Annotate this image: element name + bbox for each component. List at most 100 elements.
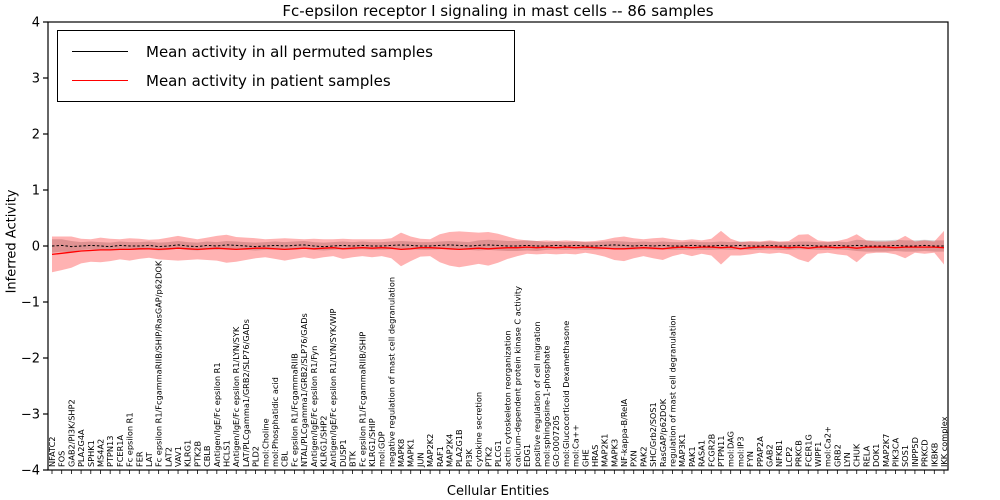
x-tick-label: mol:GDP (377, 431, 387, 467)
x-tick-label: LCP2 (784, 447, 794, 467)
legend: Mean activity in all permuted samples Me… (57, 30, 515, 102)
x-tick-label: PLA2G4A (76, 429, 86, 467)
x-tick-label: LAT (144, 451, 154, 467)
y-tick-label: −2 (21, 352, 40, 367)
x-tick-label: Fc epsilon R1/FcgammaRIIB/SHIP/RasGAP/p6… (154, 260, 164, 467)
x-tick-label: WIPF1 (813, 442, 823, 467)
x-tick-label: GHE (580, 449, 590, 467)
x-tick-label: MAP3K1 (677, 434, 687, 467)
x-tick-label: MS4A2 (95, 439, 105, 467)
x-tick-label: LAT/PLCgamma1/GRB2/SLP76/GADs (241, 319, 251, 467)
x-axis-label: Cellular Entities (446, 484, 550, 499)
x-tick-label: GRB2 (832, 444, 842, 467)
x-tick-label: CBL (280, 451, 290, 467)
x-tick-label: PRKCB (794, 440, 804, 467)
legend-entry-patient: Mean activity in patient samples (72, 66, 514, 95)
x-tick-label: PTK2B (192, 440, 202, 467)
x-tick-label: KLRG1/SHIP (367, 418, 377, 467)
x-tick-label: Antigen/IgE/Fc epsilon R1/LYN/SYK (231, 326, 241, 467)
x-tick-label: IKK complex (939, 416, 949, 467)
x-tick-label: PRKCD (920, 439, 930, 467)
x-tick-label: PPAP2A (755, 436, 765, 467)
x-tick-label: IKBKB (929, 442, 939, 467)
y-tick-label: −4 (21, 464, 40, 479)
x-tick-label: GAB2/PI3K/SHP2 (66, 399, 76, 467)
x-tick-label: MAPK1 (406, 439, 416, 467)
legend-entry-permuted: Mean activity in all permuted samples (72, 37, 514, 66)
x-tick-label: RELA (861, 445, 871, 467)
x-tick-label: Antigen/IgE/Fc epsilon R1/Fyn (309, 346, 319, 467)
x-tick-label: NTAL/PLCgamma1/GRB2/SLP76/GADs (299, 313, 309, 467)
x-tick-label: DOK1 (871, 444, 881, 467)
x-tick-label: mol:Glucocorticoid Dexamethasone (561, 321, 571, 467)
x-tick-label: PXN (629, 450, 639, 467)
legend-line-permuted-icon (72, 51, 128, 52)
y-tick-label: 2 (32, 128, 40, 143)
x-tick-label: FER (134, 451, 144, 467)
permuted-mean-line (51, 244, 944, 248)
x-tick-label: RasGAP/p62DOK (658, 398, 668, 467)
x-tick-label: FCER1G (803, 434, 813, 467)
x-tick-label: FCER1A (115, 435, 125, 467)
x-tick-label: actin cytoskeleton reorganization (503, 330, 513, 467)
x-tick-label: CHUK (852, 443, 862, 467)
y-tick-label: 3 (32, 72, 40, 87)
x-tick-label: Fc epsilon R1/FcgammaRIIB (289, 353, 299, 467)
x-tick-label: Fc epsilon R1/FcgammaRIIB/SHIP (357, 332, 367, 467)
x-tick-label: RAF1 (435, 446, 445, 467)
x-tick-label: mol:Ca2+ (823, 426, 833, 467)
x-tick-label: calcium-dependent protein kinase C activ… (512, 286, 522, 467)
x-tick-label: PLCG1 (493, 440, 503, 467)
x-tick-label: Antigen/IgE/Fc epsilon R1/LYN/SYK/WIP (328, 308, 338, 467)
x-tick-label: MAPK3 (609, 439, 619, 467)
x-tick-label: SPHK1 (86, 440, 96, 467)
x-tick-label: RASA1 (697, 440, 707, 467)
x-tick-label: mol:IP3 (735, 436, 745, 467)
x-tick-label: mol:DAG (726, 431, 736, 467)
x-tick-label: PIK3CA (891, 437, 901, 467)
y-tick-label: 0 (32, 240, 40, 255)
x-tick-label: HRAS (590, 445, 600, 467)
x-tick-label: SHC/Grb2/SOS1 (648, 402, 658, 467)
y-tick-label: 1 (32, 184, 40, 199)
x-tick-label: mol:Ca++ (571, 425, 581, 467)
x-tick-label: MAPK8 (396, 439, 406, 467)
x-tick-label: GAB2 (764, 444, 774, 467)
x-tick-label: KLRG1/SHP2 (318, 416, 328, 467)
x-tick-label: JUN (415, 452, 425, 468)
x-tick-label: positive regulation of cell migration (532, 321, 542, 467)
x-tick-label: EDG1 (522, 444, 532, 467)
x-tick-label: negative regulation of mast cell degranu… (386, 277, 396, 467)
x-tick-label: NF-kappa-B/RelA (619, 399, 629, 467)
x-tick-label: PLA2G1B (454, 429, 464, 467)
x-tick-label: CBLB (202, 445, 212, 467)
x-tick-label: KLRG1 (183, 440, 193, 467)
x-tick-label: FCGR2B (706, 433, 716, 467)
x-tick-label: PAK1 (687, 446, 697, 467)
x-tick-label: MAP2K2 (425, 434, 435, 467)
x-tick-label: mol:Phosphatidic acid (270, 377, 280, 467)
x-tick-label: NFKB1 (774, 440, 784, 467)
x-tick-label: MAP2K7 (881, 434, 891, 467)
x-tick-label: PTPN11 (716, 436, 726, 467)
legend-line-patient-icon (72, 80, 128, 81)
patient-band (52, 230, 944, 273)
x-tick-label: VAV1 (173, 446, 183, 467)
x-tick-label: HCLS1 (222, 440, 232, 467)
x-tick-label: MAP2K1 (600, 434, 610, 467)
x-tick-label: PTPN13 (105, 436, 115, 467)
x-tick-label: PLD2 (251, 446, 261, 467)
x-tick-label: NFATC2 (47, 437, 57, 468)
legend-label-permuted: Mean activity in all permuted samples (146, 42, 433, 61)
x-tick-label: GO:0007205 (551, 415, 561, 467)
x-tick-label: regulation of mast cell degranulation (668, 315, 678, 467)
x-tick-label: PI3K (464, 448, 474, 467)
x-tick-label: DUSP1 (338, 439, 348, 467)
x-tick-label: mol:sphingosine-1-phosphate (541, 345, 551, 467)
x-tick-label: LYN (842, 452, 852, 467)
x-tick-label: Antigen/IgE/Fc epsilon R1 (212, 362, 222, 467)
x-tick-label: FOS (57, 451, 67, 467)
x-tick-label: BTK (348, 450, 358, 467)
